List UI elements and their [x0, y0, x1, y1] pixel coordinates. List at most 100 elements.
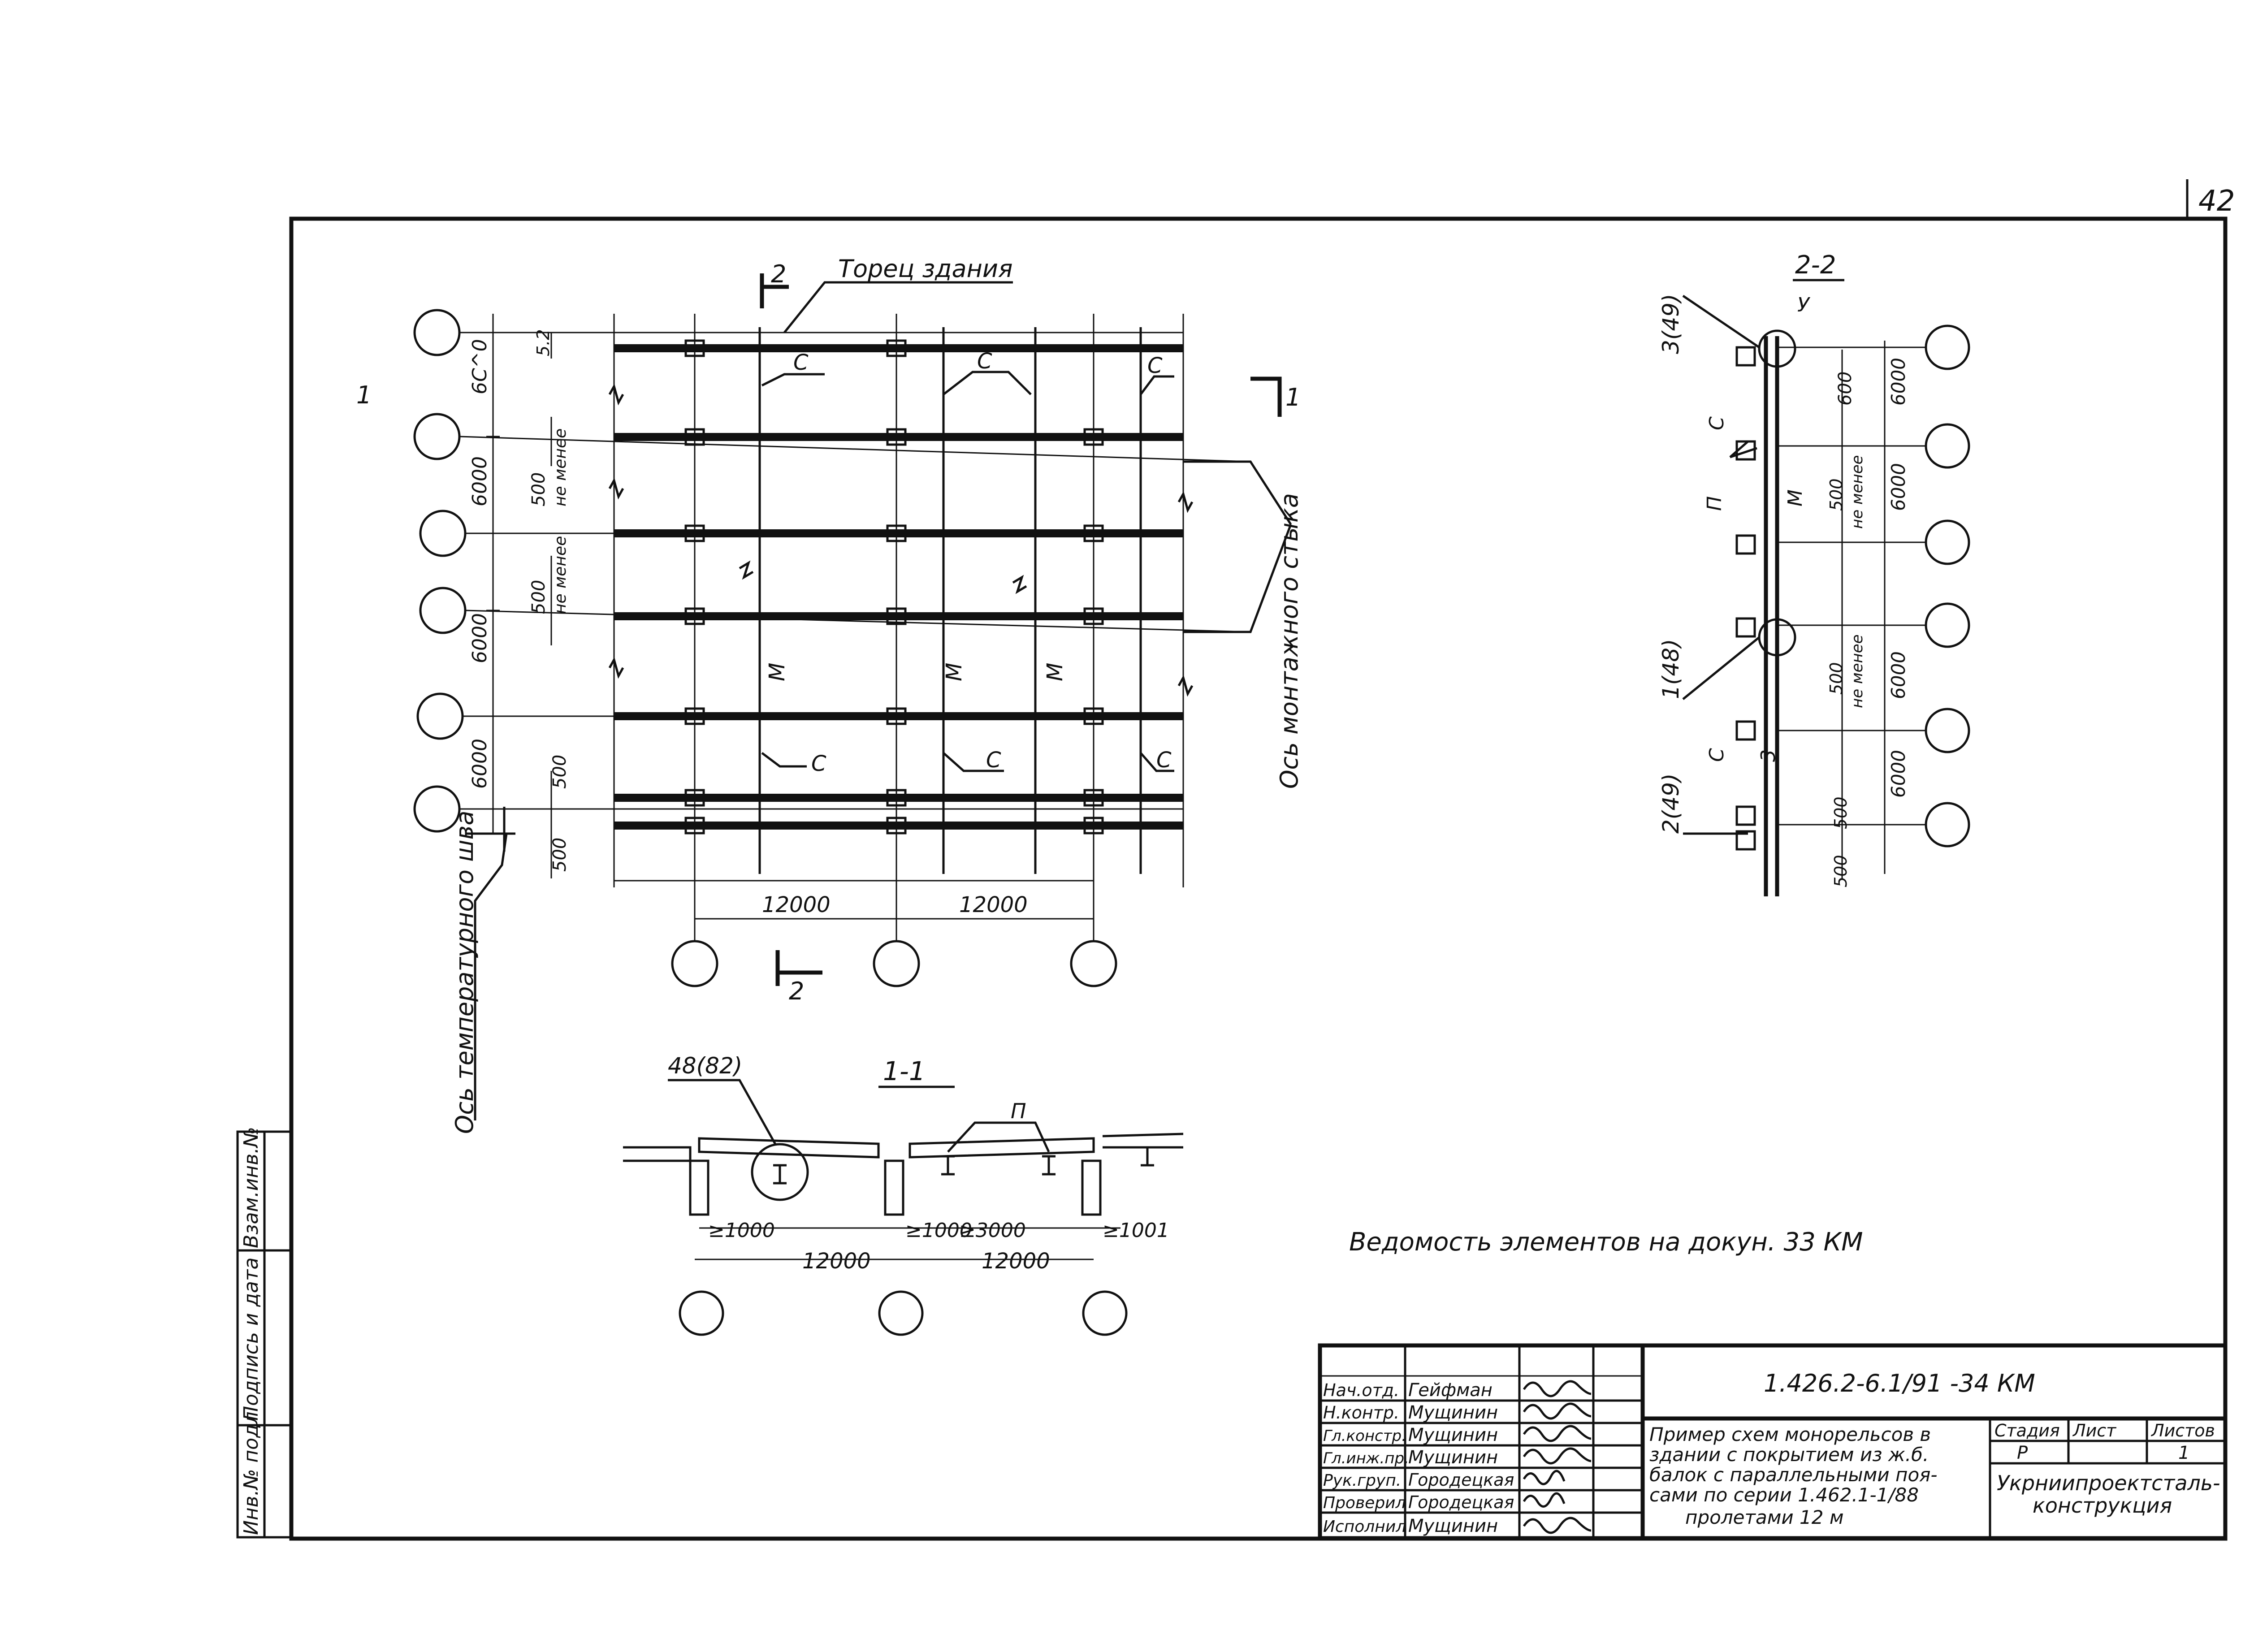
doc-code: 1.426.2-6.1/91 -34 КМ [1764, 1369, 2035, 1397]
label-m-1: M [765, 663, 790, 681]
s11-axis-circle-1 [679, 1290, 724, 1336]
dim-6000-b: 6000 [468, 613, 491, 663]
s22-ref-a: 3(49) [1658, 294, 1684, 354]
s11-dim-12000-b: 12000 [982, 1249, 1050, 1274]
axis-circle-row-5 [416, 692, 464, 740]
dim-500-a: 500 [528, 472, 549, 506]
side-stamp-col-2: Подпись и дата [240, 1258, 263, 1421]
s11-detail-circle [751, 1143, 809, 1201]
axis-circle-col-1 [671, 940, 718, 987]
label-c-2: C [977, 349, 992, 374]
s11-axis-circle-3 [1082, 1290, 1128, 1336]
stage-header: Стадия [1994, 1421, 2060, 1440]
name-5: Городецкая [1408, 1470, 1514, 1490]
s22-label-p: П [1703, 496, 1726, 511]
label-m-3: M [1043, 663, 1068, 681]
label-c-5: C [986, 748, 1001, 773]
role-4: Гл.инж.пр. [1323, 1449, 1409, 1467]
title-line-2: здании с покрытием из ж.б. [1649, 1444, 1929, 1466]
dim-12000-b: 12000 [959, 892, 1028, 917]
row-axis-lines [459, 332, 1251, 810]
title-line-1: Пример схем монорельсов в [1649, 1423, 1931, 1445]
dim-500-b: 500 [528, 580, 549, 614]
s22-label-c-1: C [1705, 416, 1728, 430]
role-1: Нач.отд. [1323, 1380, 1399, 1400]
axis-circle-row-2 [413, 413, 461, 460]
sheet-frame [289, 216, 2228, 1541]
sheet-number: 42 [2198, 185, 2235, 218]
s11-dim-ge-1000-a: ≥1000 [708, 1219, 775, 1242]
name-4: Мущинин [1408, 1447, 1498, 1468]
s22-label-c-2: C [1705, 748, 1728, 762]
s22-ref-c: 2(49) [1658, 774, 1684, 834]
s22-dim-6000-d: 6000 [1887, 750, 1909, 798]
dim-not-less-b: не менее [551, 536, 570, 614]
signatures [1523, 1380, 1592, 1534]
s22-dim-6000-a: 6000 [1887, 358, 1909, 406]
role-6: Проверил [1323, 1494, 1406, 1512]
s22-dim-500-c: 500 [1831, 796, 1851, 829]
note-elements-list: Ведомость элементов на докун. 33 КМ [1349, 1228, 1863, 1257]
column-axis-lines [613, 314, 1184, 941]
s22-dim-6000-b: 6000 [1887, 463, 1909, 511]
s11-monorail-sections [773, 1146, 1154, 1185]
s22-dim-500-b: 500 [1826, 662, 1846, 695]
title-block: 1.426.2-6.1/91 -34 КМ Пример схем моноре… [1318, 1343, 2228, 1540]
s22-dim-600: 600 [1835, 372, 1856, 406]
section-mark-1-left: 1 [356, 381, 372, 409]
s22-label-u: У [1797, 294, 1811, 316]
sheets-value: 1 [2178, 1443, 2189, 1463]
name-2: Мущинин [1408, 1402, 1498, 1423]
left-dimensions [466, 314, 552, 1120]
side-stamp: Инв.№ подл Подпись и дата Взам.инв.№ [236, 1127, 293, 1539]
s22-axis-circle-1 [1925, 324, 1970, 370]
section-2-2-title: 2-2 [1795, 251, 1836, 280]
s22-detail-circle-1 [1758, 329, 1796, 368]
label-c-6: C [1156, 748, 1172, 773]
roof-beams [758, 327, 1142, 874]
beam-joints [684, 339, 1104, 835]
dim-small-top: 5.2 [533, 329, 553, 356]
label-temp-joint-axis: Ось температурного шва [450, 811, 479, 1134]
s22-axis-circle-3 [1925, 519, 1970, 565]
dim-12000-a: 12000 [762, 892, 831, 917]
s22-label-3: 3 [1757, 749, 1780, 762]
s11-dim-ge-1000-b: ≥1000 [905, 1219, 972, 1242]
section-mark-1-right: 1 [1285, 383, 1301, 411]
title-line-3: балок с параллельными поя- [1649, 1464, 1938, 1486]
s11-label-p: П [1011, 1099, 1026, 1123]
role-3: Гл.констр. [1323, 1427, 1406, 1445]
title-line-4: сами по серии 1.462.1-1/88 [1649, 1484, 1919, 1506]
dim-6000-a: 6000 [468, 456, 491, 506]
name-7: Мущинин [1408, 1516, 1498, 1536]
monorail-beams [614, 344, 1183, 830]
c-leaders [761, 371, 1174, 772]
sheets-header: Листов [2150, 1421, 2215, 1440]
dim-500-c: 500 [549, 755, 570, 789]
dim-not-less-a: не менее [551, 428, 570, 506]
org-line-2: конструкция [2033, 1493, 2172, 1518]
label-m-2: M [942, 663, 967, 681]
org-line-1: Укрниипроектсталь- [1997, 1471, 2220, 1495]
break-marks [608, 383, 1194, 697]
s11-dim-ge-3000: ≥3000 [959, 1219, 1026, 1242]
dim-600-top: 6С^0 [468, 339, 491, 394]
axis-circle-row-3 [419, 510, 467, 557]
s11-dim-12000-a: 12000 [802, 1249, 871, 1274]
section-2-2: 2-2 [1658, 251, 1970, 896]
s22-dim-not-less-b: не менее [1848, 634, 1866, 708]
s22-beam-sections [1735, 346, 1756, 851]
section-1-1-title: 1-1 [883, 1056, 926, 1086]
monorail-plan: 2 2 1 1 Торец здания C C C C C C M M M [356, 255, 1303, 1134]
section-mark-2-top: 2 [771, 260, 786, 288]
label-c-4: C [811, 751, 826, 776]
name-1: Гейфман [1408, 1380, 1493, 1401]
section-mark-2-bottom: 2 [789, 977, 804, 1005]
stage-value: Р [2017, 1443, 2028, 1463]
axis-circle-row-1 [413, 309, 461, 356]
side-stamp-col-3: Взам.инв.№ [240, 1127, 263, 1248]
name-6: Городецкая [1408, 1492, 1514, 1512]
s22-dim-500-d: 500 [1831, 855, 1851, 887]
section-1-1: 1-1 48(82) П ≥1000 ≥1 [623, 1053, 1184, 1336]
